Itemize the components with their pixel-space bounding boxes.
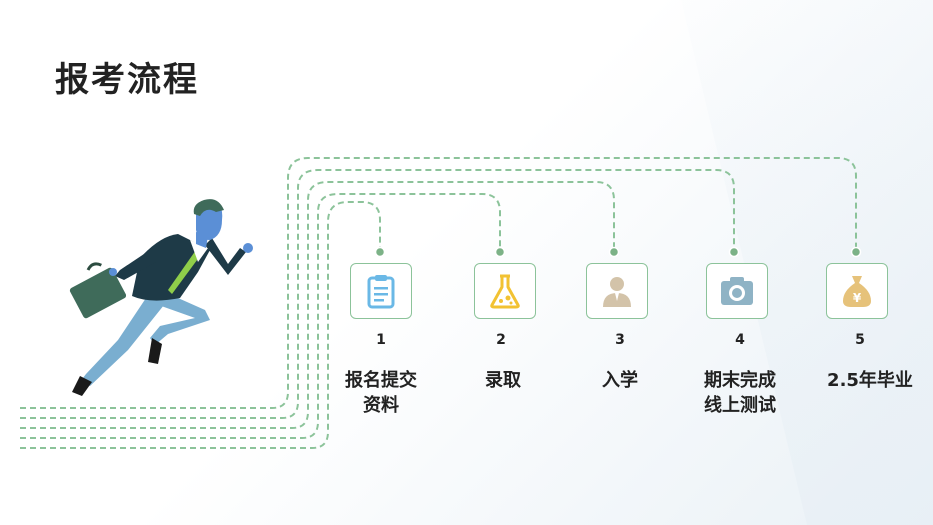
step-label-2: 录取 (443, 368, 563, 393)
flow-dot-2 (494, 246, 506, 258)
step-label-2-line1: 录取 (485, 370, 521, 391)
step-number-1: 1 (376, 332, 386, 348)
step-label-1-line2: 资料 (363, 395, 399, 416)
step-number-3: 3 (615, 332, 625, 348)
camera-icon (721, 277, 753, 305)
step-card-5[interactable]: ¥ (826, 263, 888, 319)
step-label-1-line1: 报名提交 (345, 370, 417, 391)
step-label-4-line1: 期末完成 (704, 370, 776, 391)
runner-illustration (69, 199, 253, 396)
step-card-3[interactable] (586, 263, 648, 319)
step-label-3-line1: 入学 (602, 370, 638, 391)
step-label-1: 报名提交 资料 (321, 368, 441, 418)
page-title: 报考流程 (55, 60, 199, 100)
flow-dot-4 (728, 246, 740, 258)
flow-dot-5 (850, 246, 862, 258)
money-symbol: ¥ (853, 291, 862, 305)
step-label-5: 2.5年毕业 (810, 368, 930, 393)
step-number-5: 5 (855, 332, 865, 348)
person-icon (603, 277, 631, 307)
step-label-4: 期末完成 线上测试 (680, 368, 800, 418)
step-label-3: 入学 (560, 368, 680, 393)
flow-line-5 (20, 157, 857, 409)
step-label-5-line1: 2.5年毕业 (827, 370, 913, 391)
step-card-2[interactable] (474, 263, 536, 319)
step-card-1[interactable] (350, 263, 412, 319)
step-number-4: 4 (735, 332, 745, 348)
money-bag-icon: ¥ (843, 276, 871, 307)
step-label-4-line2: 线上测试 (704, 395, 776, 416)
flow-line-2 (20, 193, 501, 439)
clipboard-icon (367, 275, 395, 309)
flask-icon (490, 274, 520, 309)
step-number-2: 2 (496, 332, 506, 348)
flow-line-3 (20, 181, 615, 429)
flow-dot-3 (608, 246, 620, 258)
flow-dot-1 (374, 246, 386, 258)
step-card-4[interactable] (706, 263, 768, 319)
flow-line-1 (20, 201, 381, 449)
flow-line-4 (20, 169, 735, 419)
